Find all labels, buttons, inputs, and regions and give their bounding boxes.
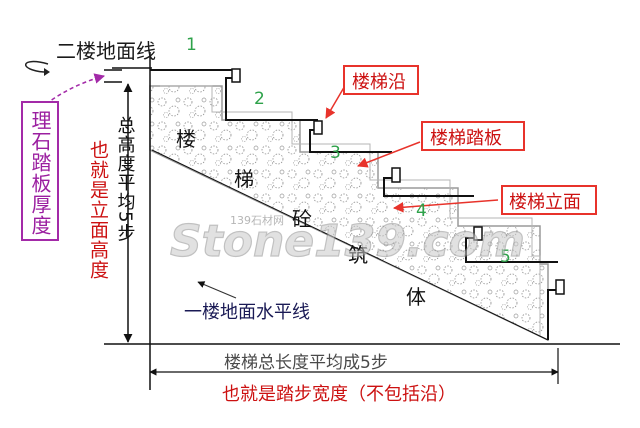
stair-nosing-label: 楼梯沿 [352,72,406,93]
length-dimension [149,348,559,384]
stone-thickness-label: 理石踏板厚度 [28,110,52,236]
nosing-box-4 [473,226,483,241]
watermark-text: Stone139.com [170,216,525,267]
tread-width-label: 也就是踏步宽度（不包括沿） [222,384,456,405]
nosing-box-1 [231,68,241,83]
total-length-label: 楼梯总长度平均成5步 [224,353,388,373]
step-number-4: 4 [416,201,427,221]
callout-boxes [343,65,597,215]
watermark-logo: Stone139.com 139石材网 [169,213,525,268]
floor1-callout-arrow [197,281,237,299]
nosing-box-5 [555,279,565,295]
nosing-box-2 [313,120,323,135]
tread-label-box [421,121,525,151]
stair-tread-label: 楼梯踏板 [430,128,502,149]
step-number-2: 2 [254,89,265,109]
floor2-arrow-head [44,68,50,76]
watermark-small-text: 139石材网 [230,213,284,227]
nosing-box-3 [391,167,401,183]
riser-label-box [501,185,597,215]
total-height-label: 总高度平均5步 [115,116,136,243]
stair-body-char-5: 体 [406,285,426,309]
nosing-label-box [343,65,419,95]
tread-callout-arrow [357,141,421,168]
nosing-boxes [231,68,565,295]
riser-height-label: 也就是立面高度 [87,140,109,280]
stair-body-char-4: 筑 [348,243,368,267]
floor2-arrow [25,60,49,73]
floor1-line-label: 一楼地面水平线 [184,302,310,323]
stone-thickness-arrow [45,73,106,105]
stair-body-char-2: 梯 [234,167,254,191]
riser-callout-arrow [392,199,499,213]
nosing-callout-arrow [325,83,347,119]
step-number-5: 5 [500,247,511,267]
stair-body-char-1: 楼 [176,127,196,151]
floor2-line-label: 二楼地面线 [56,39,156,63]
axis-lines [104,52,620,390]
step-number-3: 3 [330,143,341,163]
stair-riser-label: 楼梯立面 [509,192,581,213]
stone-thickness-box [21,101,59,241]
step-number-1: 1 [186,35,197,55]
body-inner-outline [160,85,541,336]
stair-body-char-3: 砼 [292,207,312,231]
diagonal-slope-line [151,149,549,341]
